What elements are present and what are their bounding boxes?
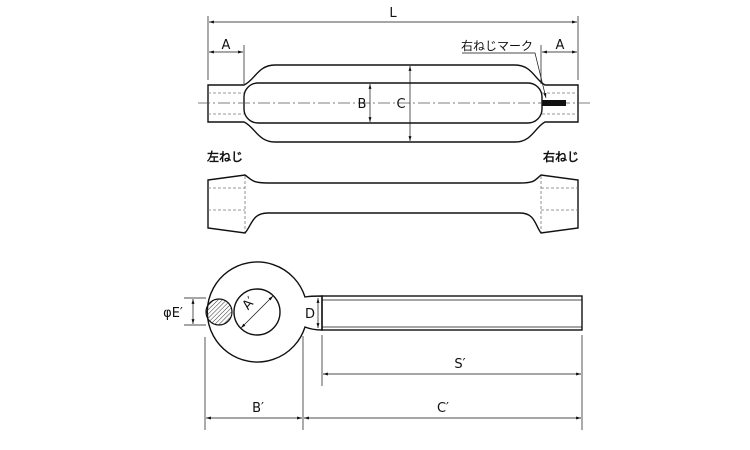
label-left-thread: 左ねじ bbox=[206, 149, 243, 164]
label-L: L bbox=[389, 6, 397, 21]
turnbuckle-side-view bbox=[207, 174, 579, 234]
label-S-prime: S′ bbox=[454, 357, 465, 372]
label-right-thread-mark: 右ねじマーク bbox=[461, 38, 533, 53]
label-A-left: A bbox=[222, 38, 231, 53]
label-C: C bbox=[396, 97, 405, 112]
label-D: D bbox=[305, 307, 315, 322]
label-A-right: A bbox=[556, 38, 565, 53]
label-A-prime: A′ bbox=[240, 294, 259, 313]
label-right-thread: 右ねじ bbox=[542, 149, 579, 164]
body-outline bbox=[207, 64, 579, 143]
label-C-prime: C′ bbox=[437, 401, 449, 416]
turnbuckle-top-view: L A A B C 右ねじマーク 左ねじ 右ねじ bbox=[198, 6, 592, 164]
eye-bolt-view: A′ φE′ D S′ B′ C′ bbox=[163, 261, 583, 430]
label-B: B bbox=[358, 97, 367, 112]
wire-section bbox=[205, 298, 233, 326]
right-thread-mark bbox=[542, 100, 566, 106]
label-E-prime: φE′ bbox=[163, 306, 183, 321]
bolt-shank bbox=[321, 295, 583, 331]
label-B-prime: B′ bbox=[252, 401, 264, 416]
eye-hole bbox=[233, 288, 281, 336]
